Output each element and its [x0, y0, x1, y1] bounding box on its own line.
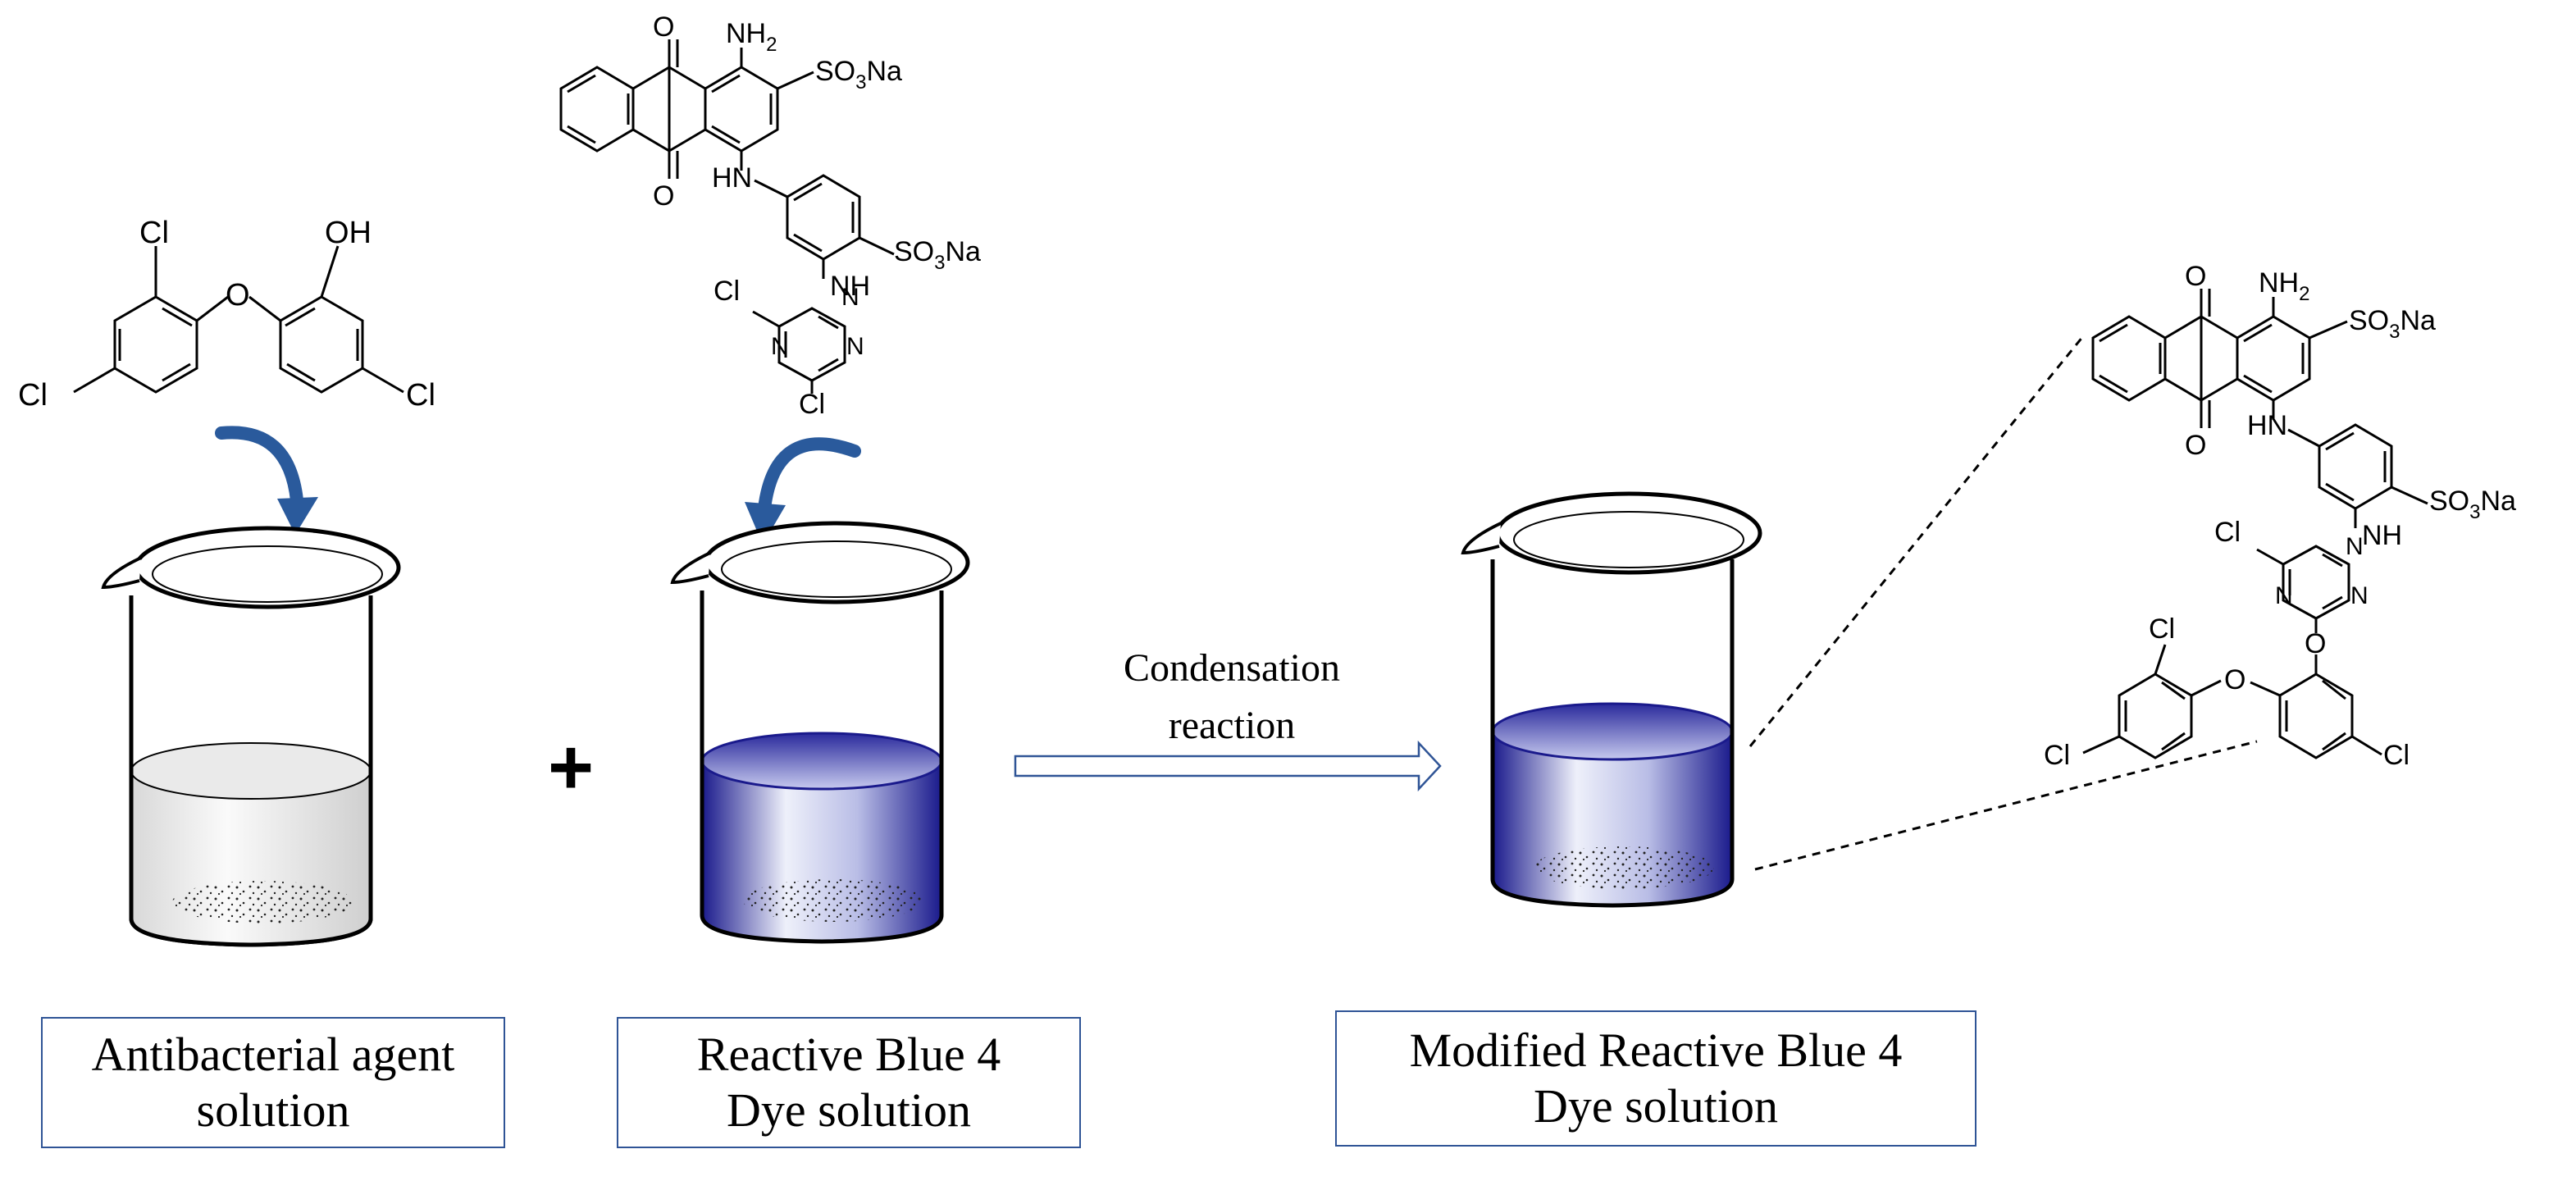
mod-triazine-chloro: Cl [2214, 517, 2241, 548]
mod-sulfonate-label-1: SO3Na [2349, 305, 2436, 343]
caption-reactive-blue-line2: Dye solution [726, 1083, 972, 1137]
caption-antibacterial-solution: Antibacterial agent solution [41, 1017, 505, 1148]
mod-imino-label-2: NH [2362, 520, 2402, 551]
curved-arrow-2 [745, 437, 861, 545]
anthraquinone-oxygen-top: O [653, 11, 674, 43]
mod-linker-oxygen: O [2305, 628, 2326, 659]
curved-arrow-1 [215, 426, 318, 535]
chloro-label-1: Cl [139, 216, 169, 250]
triazine-n-2: N [771, 333, 789, 360]
mod-triazine-n-1: N [2346, 533, 2364, 560]
mod-imino-label-1: HN [2247, 410, 2287, 441]
beaker-modified-dye [1461, 491, 1762, 908]
sulfonate-label-1: SO3Na [815, 56, 902, 93]
triazine-chloro-2: Cl [799, 389, 825, 420]
reaction-arrow [1014, 740, 1442, 792]
modified-dye-molecule [2082, 289, 2428, 759]
triazine-n-3: N [846, 333, 864, 360]
reactive-blue-4-molecule [559, 39, 895, 394]
mod-sulfonate-label-2: SO3Na [2429, 486, 2516, 523]
mod-anthraquinone-oxygen-bottom: O [2185, 430, 2206, 461]
triazine-chloro-1: Cl [714, 276, 740, 307]
antibacterial-molecule [73, 245, 404, 394]
imino-label-1: HN [712, 162, 752, 194]
caption-modified-line2: Dye solution [1533, 1079, 1779, 1133]
caption-antibacterial-line2: solution [196, 1083, 350, 1137]
mod-ether-oxygen: O [2224, 664, 2245, 695]
beaker-reactive-blue [670, 521, 970, 944]
reaction-label-line2: reaction [1169, 704, 1296, 747]
mod-triazine-n-2: N [2275, 582, 2293, 609]
caption-reactive-blue-line1: Reactive Blue 4 [696, 1027, 1001, 1081]
caption-modified-dye-solution: Modified Reactive Blue 4 Dye solution [1335, 1010, 1976, 1147]
hydroxyl-label: OH [325, 216, 372, 250]
amino-label: NH2 [726, 18, 777, 56]
chloro-label-2: Cl [18, 378, 48, 413]
ether-oxygen-label: O [226, 278, 250, 312]
imino-label-2: NH [830, 271, 870, 302]
chloro-label-3: Cl [406, 378, 435, 413]
plus-sign: + [548, 723, 594, 811]
anthraquinone-oxygen-bottom: O [653, 180, 674, 212]
sulfonate-label-2: SO3Na [894, 236, 981, 274]
caption-reactive-blue-solution: Reactive Blue 4 Dye solution [617, 1017, 1081, 1148]
caption-modified-line1: Modified Reactive Blue 4 [1409, 1023, 1903, 1077]
mod-anthraquinone-oxygen-top: O [2185, 261, 2206, 292]
reaction-label-line1: Condensation [1124, 646, 1340, 690]
mod-chloro-3: Cl [2383, 740, 2410, 771]
mod-triazine-n-3: N [2350, 582, 2369, 609]
triazine-n-1: N [841, 284, 859, 311]
zoom-lines [1748, 335, 2258, 871]
caption-antibacterial-line1: Antibacterial agent [91, 1027, 455, 1081]
mod-amino-label: NH2 [2259, 267, 2309, 305]
mod-chloro-2: Cl [2044, 740, 2070, 771]
beaker-antibacterial [101, 526, 401, 947]
mod-chloro-1: Cl [2149, 613, 2175, 645]
